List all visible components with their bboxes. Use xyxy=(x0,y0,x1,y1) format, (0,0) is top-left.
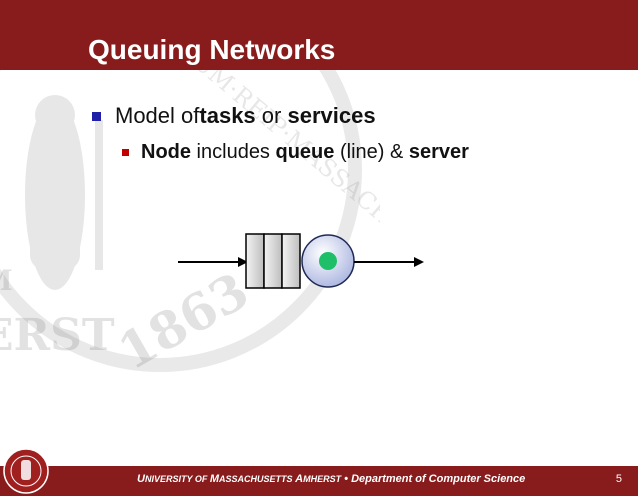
footer-of: OF xyxy=(192,474,210,484)
footer-mherst: MHERST xyxy=(303,474,342,484)
bullet1-text-services: services xyxy=(287,103,376,128)
footer-niversity: NIVERSITY xyxy=(144,474,193,484)
footer-a: A xyxy=(292,473,304,485)
watermark-seal-icon: ERST AM 1863 SIGILLUM·REIP·MASSACHUSETTS xyxy=(0,20,380,381)
footer-m: M xyxy=(209,473,219,485)
footer-institution: UNIVERSITY OF MASSACHUSETTS AMHERST • De… xyxy=(137,473,525,485)
red-square-bullet-icon xyxy=(122,149,129,156)
bullet2-text-queue: queue xyxy=(275,141,335,163)
title-bar xyxy=(84,28,638,70)
bullet1-text-a: Model of xyxy=(115,103,200,128)
input-arrow-head xyxy=(238,257,248,267)
bullet2-text-server: server xyxy=(408,141,469,163)
blue-square-bullet-icon xyxy=(92,111,101,121)
queue-slot-3 xyxy=(281,233,301,289)
server-job-dot xyxy=(319,252,337,270)
slide-title: Queuing Networks xyxy=(88,34,336,65)
bullet-level1: Model of tasks or services xyxy=(92,103,376,129)
queue-slot-2 xyxy=(263,233,283,289)
bullet2-text-node: Node xyxy=(141,141,191,163)
footer-u: U xyxy=(137,473,145,485)
queue-slot-1 xyxy=(245,233,265,289)
page-number: 5 xyxy=(615,473,622,485)
bullet1-text-tasks: tasks xyxy=(199,103,256,128)
footer-separator: • xyxy=(341,473,352,485)
output-arrow-head xyxy=(414,257,424,267)
footer-department: Department of Computer Science xyxy=(351,473,526,485)
bullet2-text-line: (line) & xyxy=(334,141,409,163)
bullet1-text-or: or xyxy=(255,103,288,128)
footer-band xyxy=(0,466,638,496)
umass-seal-icon xyxy=(3,448,49,494)
bullet2-text-includes: includes xyxy=(191,141,276,163)
queue-buffer xyxy=(245,233,301,289)
seal-text-bottom: ERST xyxy=(0,310,115,361)
seal-text-left: AM xyxy=(0,264,13,297)
bullet-level2: Node includes queue (line) & server xyxy=(122,141,469,164)
queue-node-diagram xyxy=(178,233,424,289)
footer-assachusetts: ASSACHUSETTS xyxy=(218,474,293,484)
